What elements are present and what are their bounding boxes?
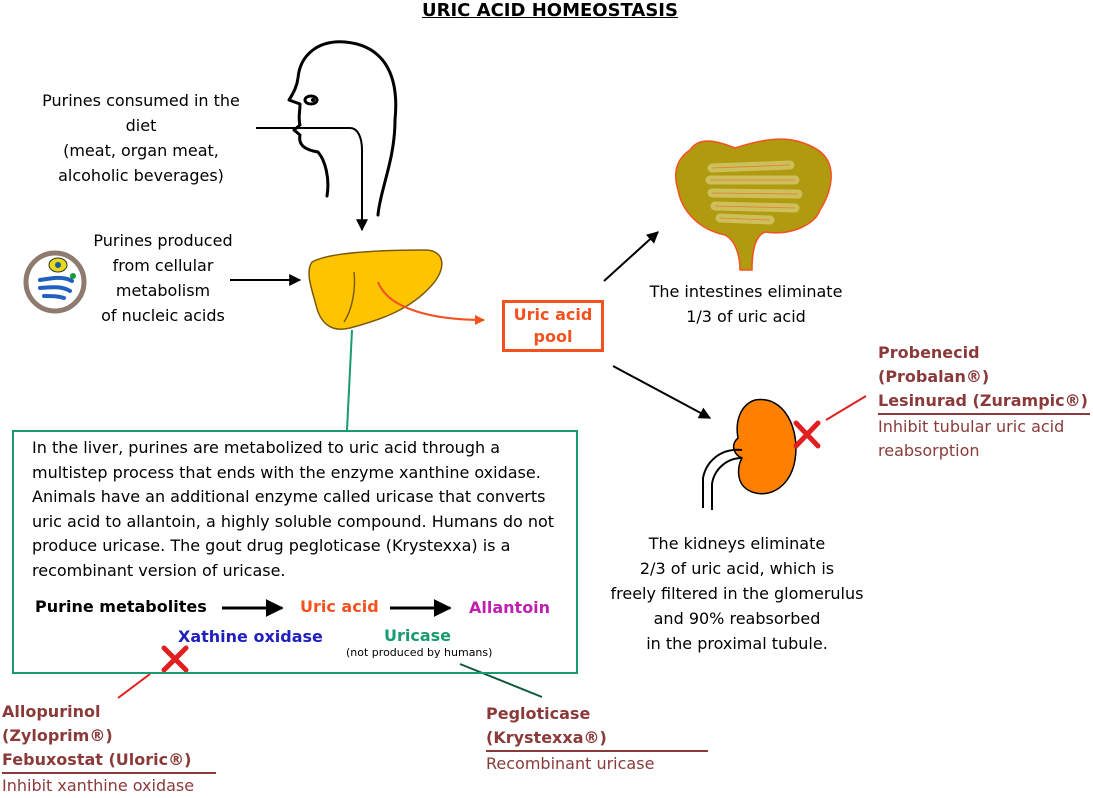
kidney-line: 2/3 of uric acid, which is: [639, 559, 835, 578]
drug-name: Febuxostat (Uloric®): [2, 748, 216, 774]
head-profile-icon: [287, 40, 398, 217]
enzyme-uricase: Uricase: [384, 626, 452, 645]
diet-line: (meat, organ meat,: [63, 141, 219, 160]
kidney-icon: [702, 398, 797, 510]
cell-icon: [23, 250, 87, 314]
xanthine-drug-connector: [117, 673, 151, 699]
pathway-allantoin: Allantoin: [469, 598, 551, 617]
block-x-icon: [161, 645, 189, 673]
uricase-drug-connector: [459, 663, 543, 698]
kidney-drugs: Probenecid (Probalan®) Lesinurad (Zuramp…: [878, 341, 1090, 463]
drug-action: Inhibit xanthine oxidase: [2, 776, 195, 795]
diet-line: alcoholic beverages): [58, 166, 224, 185]
diet-label: Purines consumed in the diet (meat, orga…: [25, 88, 257, 188]
drug-name: Lesinurad (Zurampic®): [878, 389, 1090, 415]
pool-line: Uric acid: [513, 305, 593, 324]
diet-arrow: [256, 127, 368, 232]
drug-action: Inhibit tubular uric acid: [878, 417, 1065, 436]
uricase-note: (not produced by humans): [346, 646, 493, 659]
drug-name: Pegloticase (Krystexxa®): [486, 702, 708, 752]
cellular-line: from cellular: [112, 256, 214, 275]
uric-acid-pool: Uric acid pool: [502, 300, 604, 352]
drug-name: Allopurinol (Zyloprim®): [2, 702, 113, 745]
drug-name: Probenecid (Probalan®): [878, 343, 990, 386]
uricase-drugs: Pegloticase (Krystexxa®) Recombinant uri…: [486, 702, 708, 776]
cellular-line: Purines produced: [93, 231, 233, 250]
block-x-icon: [793, 420, 821, 449]
liver-icon: [308, 249, 443, 330]
kidney-line: in the proximal tubule.: [646, 634, 828, 653]
cellular-label: Purines produced from cellular metabolis…: [86, 228, 240, 328]
kidney-line: and 90% reabsorbed: [653, 609, 821, 628]
intestine-icon: [674, 138, 832, 271]
cellular-line: of nucleic acids: [101, 306, 225, 325]
drug-action: reabsorption: [878, 441, 980, 460]
pool-to-kidney-arrow: [612, 365, 712, 419]
drug-action: Recombinant uricase: [486, 754, 655, 773]
cellular-line: metabolism: [115, 281, 211, 300]
intestine-line: 1/3 of uric acid: [686, 307, 806, 326]
liver-info-text: In the liver, purines are metabolized to…: [32, 438, 555, 580]
kidney-label: The kidneys eliminate 2/3 of uric acid, …: [598, 531, 876, 656]
intestine-line: The intestines eliminate: [649, 282, 843, 301]
liver-info-box: [12, 430, 578, 674]
pathway-uric-acid: Uric acid: [300, 597, 379, 616]
pool-line: pool: [533, 327, 573, 346]
kidney-line: The kidneys eliminate: [648, 534, 826, 553]
diagram-canvas: [23, 40, 867, 699]
enzyme-xanthine-oxidase: Xathine oxidase: [178, 627, 323, 646]
intestine-label: The intestines eliminate 1/3 of uric aci…: [636, 279, 856, 329]
liver-box-connector: [346, 329, 353, 431]
xanthine-drugs: Allopurinol (Zyloprim®) Febuxostat (Ulor…: [2, 700, 216, 798]
pathway-purine-metabolites: Purine metabolites: [35, 597, 207, 616]
liver-to-pool-arrow: [377, 281, 485, 325]
kidney-line: freely filtered in the glomerulus: [610, 584, 864, 603]
diet-line: Purines consumed in the diet: [42, 91, 240, 135]
diagram-title: URIC ACID HOMEOSTASIS: [422, 0, 678, 21]
pool-to-intestine-arrow: [603, 231, 659, 282]
kidney-drug-connector: [825, 395, 867, 421]
